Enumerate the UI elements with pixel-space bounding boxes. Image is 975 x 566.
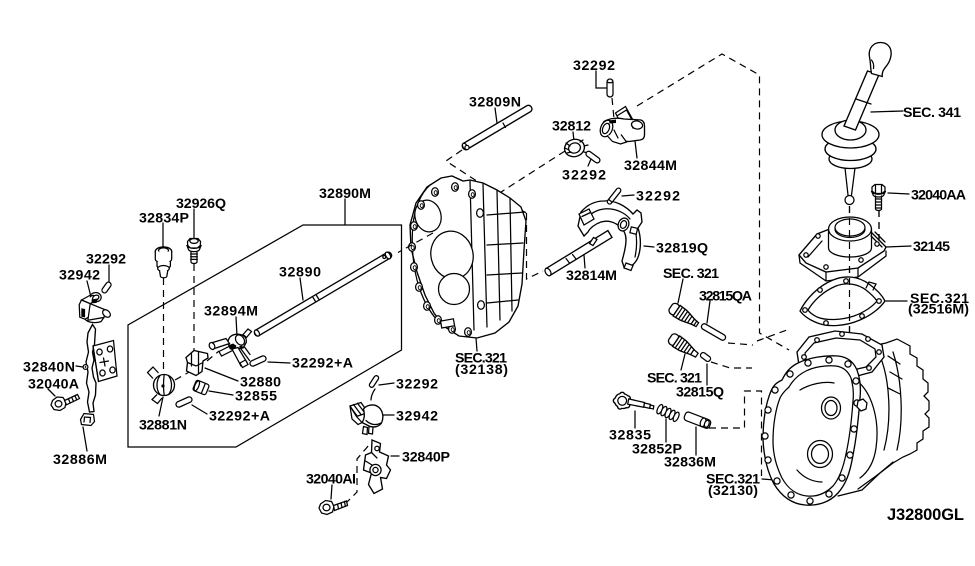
svg-text:32942: 32942	[396, 409, 438, 425]
svg-text:32852P: 32852P	[632, 442, 682, 458]
svg-text:SEC.321: SEC.321	[910, 291, 969, 307]
svg-text:J32800GL: J32800GL	[887, 506, 964, 524]
svg-text:(32130): (32130)	[708, 483, 758, 499]
svg-text:32840P: 32840P	[402, 450, 450, 466]
svg-text:32292: 32292	[636, 189, 680, 205]
svg-text:32145: 32145	[913, 239, 950, 255]
svg-text:32844M: 32844M	[624, 158, 677, 174]
svg-text:SEC. 341: SEC. 341	[903, 105, 961, 121]
svg-text:32040AA: 32040AA	[911, 188, 966, 204]
svg-text:32040A: 32040A	[28, 377, 79, 393]
svg-text:SEC.321: SEC.321	[455, 351, 507, 367]
svg-text:32815Q: 32815Q	[676, 385, 724, 401]
svg-text:32890: 32890	[279, 265, 321, 281]
svg-text:32926Q: 32926Q	[176, 196, 226, 212]
svg-text:(32516M): (32516M)	[908, 302, 969, 318]
svg-text:32292: 32292	[86, 252, 126, 268]
svg-text:32840N: 32840N	[23, 360, 75, 376]
svg-text:32855: 32855	[235, 389, 277, 405]
svg-text:32819Q: 32819Q	[656, 241, 708, 257]
svg-text:32880: 32880	[240, 375, 281, 391]
svg-text:SEC. 321: SEC. 321	[647, 371, 702, 387]
svg-text:32812: 32812	[552, 119, 591, 135]
svg-text:32894M: 32894M	[204, 304, 258, 320]
svg-text:32881N: 32881N	[139, 418, 187, 434]
svg-text:32836M: 32836M	[664, 455, 716, 471]
svg-text:32886M: 32886M	[53, 452, 107, 468]
svg-text:32292: 32292	[396, 377, 438, 393]
svg-text:32814M: 32814M	[566, 268, 617, 284]
svg-text:32809N: 32809N	[469, 95, 521, 111]
svg-text:32292: 32292	[573, 58, 615, 74]
svg-text:32292+A: 32292+A	[209, 409, 270, 425]
svg-text:SEC. 321: SEC. 321	[663, 266, 719, 282]
svg-text:32942: 32942	[59, 268, 100, 284]
svg-text:(32138): (32138)	[455, 362, 508, 378]
svg-text:32835: 32835	[609, 428, 651, 444]
svg-text:32292: 32292	[562, 168, 606, 184]
svg-text:32890M: 32890M	[319, 186, 371, 202]
svg-text:32040AI: 32040AI	[306, 472, 356, 488]
svg-text:32815QA: 32815QA	[699, 289, 752, 305]
svg-text:32834P: 32834P	[139, 211, 189, 227]
svg-text:SEC.321: SEC.321	[706, 472, 760, 488]
svg-text:32292+A: 32292+A	[292, 356, 353, 372]
